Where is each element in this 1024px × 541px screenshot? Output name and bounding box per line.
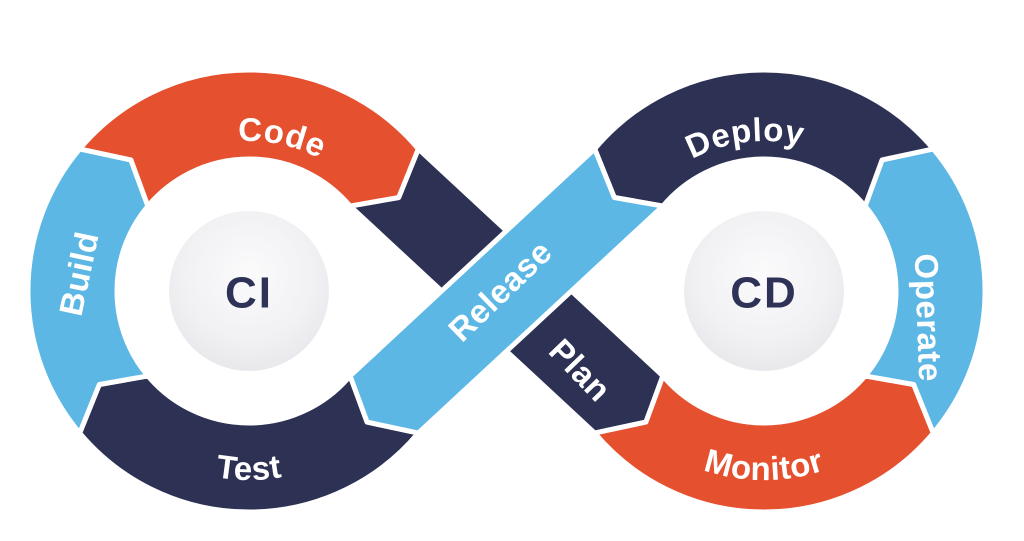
segment-test	[77, 373, 421, 515]
segment-code	[77, 67, 421, 209]
ci-circle	[169, 211, 329, 371]
ci-label: CI	[225, 269, 273, 318]
cd-circle	[684, 211, 844, 371]
segment-deploy	[592, 67, 936, 209]
test-label-text: Test	[214, 447, 283, 487]
segment-monitor	[592, 373, 936, 515]
band-release	[347, 146, 666, 436]
operate-label: Operate	[908, 253, 949, 382]
cd-label: CD	[730, 269, 798, 318]
test-label: Test	[214, 447, 283, 487]
